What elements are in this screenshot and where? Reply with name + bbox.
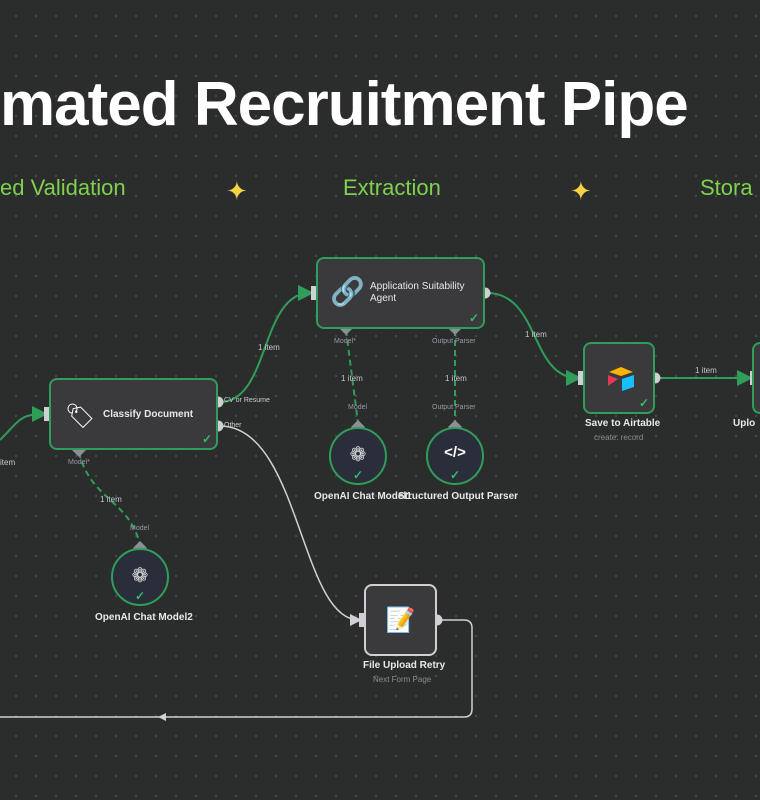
node-application-suitability-agent[interactable]: 🔗 Application Suitability Agent ✓ [316,257,485,329]
port-label: Output Parser [432,338,476,345]
edge-label: item [0,458,16,467]
success-check-icon: ✓ [201,432,212,446]
edge-label: 1 item [258,343,280,352]
openai-icon: ❁ [131,565,149,587]
edge-model1 [345,329,359,424]
edge-model2 [78,451,141,546]
step-storage: Stora [700,175,753,200]
edge-classify-agent [219,285,314,403]
step-validation: ed Validation [0,175,126,200]
node-file-upload-retry[interactable]: 📝 [364,584,437,656]
edge-label: 1 item [695,366,717,375]
port-label: Model [130,525,150,532]
sparkle-icon: ✦ [570,176,592,206]
loop-arrow [158,713,166,721]
openai-icon: ❁ [349,444,367,466]
node-upload[interactable] [752,342,760,414]
node-classify-document[interactable]: 🏷 Classify Document ✓ [49,378,218,450]
node-title: Save to Airtable [585,418,661,429]
success-check-icon: ✓ [353,468,364,482]
form-icon: 📝 [385,607,416,634]
node-openai-chat-model1[interactable]: ❁ ✓ [329,427,387,485]
airtable-icon [608,367,634,391]
node-save-to-airtable[interactable]: ✓ [583,342,655,414]
page-title: mated Recruitment Pipe [0,70,689,139]
link-icon: 🔗 [330,276,365,307]
success-check-icon: ✓ [450,468,461,482]
port-label: Model* [334,338,356,345]
step-extraction: Extraction [343,175,441,200]
node-title: Uplo [733,418,756,429]
edge-label: 1 item [445,374,467,383]
tags-icon: 🏷 [65,403,96,430]
output-label: Other [224,422,242,429]
success-check-icon: ✓ [468,311,479,325]
success-check-icon: ✓ [135,589,146,603]
node-subtitle: create: record [594,433,644,442]
edge-label: 1 item [100,495,122,504]
output-label: CV or Resume [224,397,270,404]
port-label: Model* [68,459,90,466]
node-structured-output-parser[interactable]: </> ✓ [426,427,484,485]
node-title: Structured Output Parser [398,491,519,502]
node-title: File Upload Retry [363,660,446,671]
edge-classify-retry [219,425,362,626]
port-label: Output Parser [432,404,476,411]
edge-retry-loop [0,619,473,718]
edge-label: 1 item [341,374,363,383]
edge-agent-airtable [486,292,582,386]
node-title: Application Suitability Agent [370,281,465,304]
node-title: Classify Document [103,409,194,420]
node-title: OpenAI Chat Model2 [95,612,193,623]
sparkle-icon: ✦ [226,176,248,206]
success-check-icon: ✓ [638,396,649,410]
node-openai-chat-model2[interactable]: ❁ ✓ [111,548,169,606]
edge-label: 1 item [525,330,547,339]
edge-trigger-classify [0,406,48,441]
node-title: OpenAI Chat Model1 [314,491,412,502]
port-label: Model [348,404,368,411]
node-subtitle: Next Form Page [373,675,432,684]
code-icon: </> [444,444,466,461]
